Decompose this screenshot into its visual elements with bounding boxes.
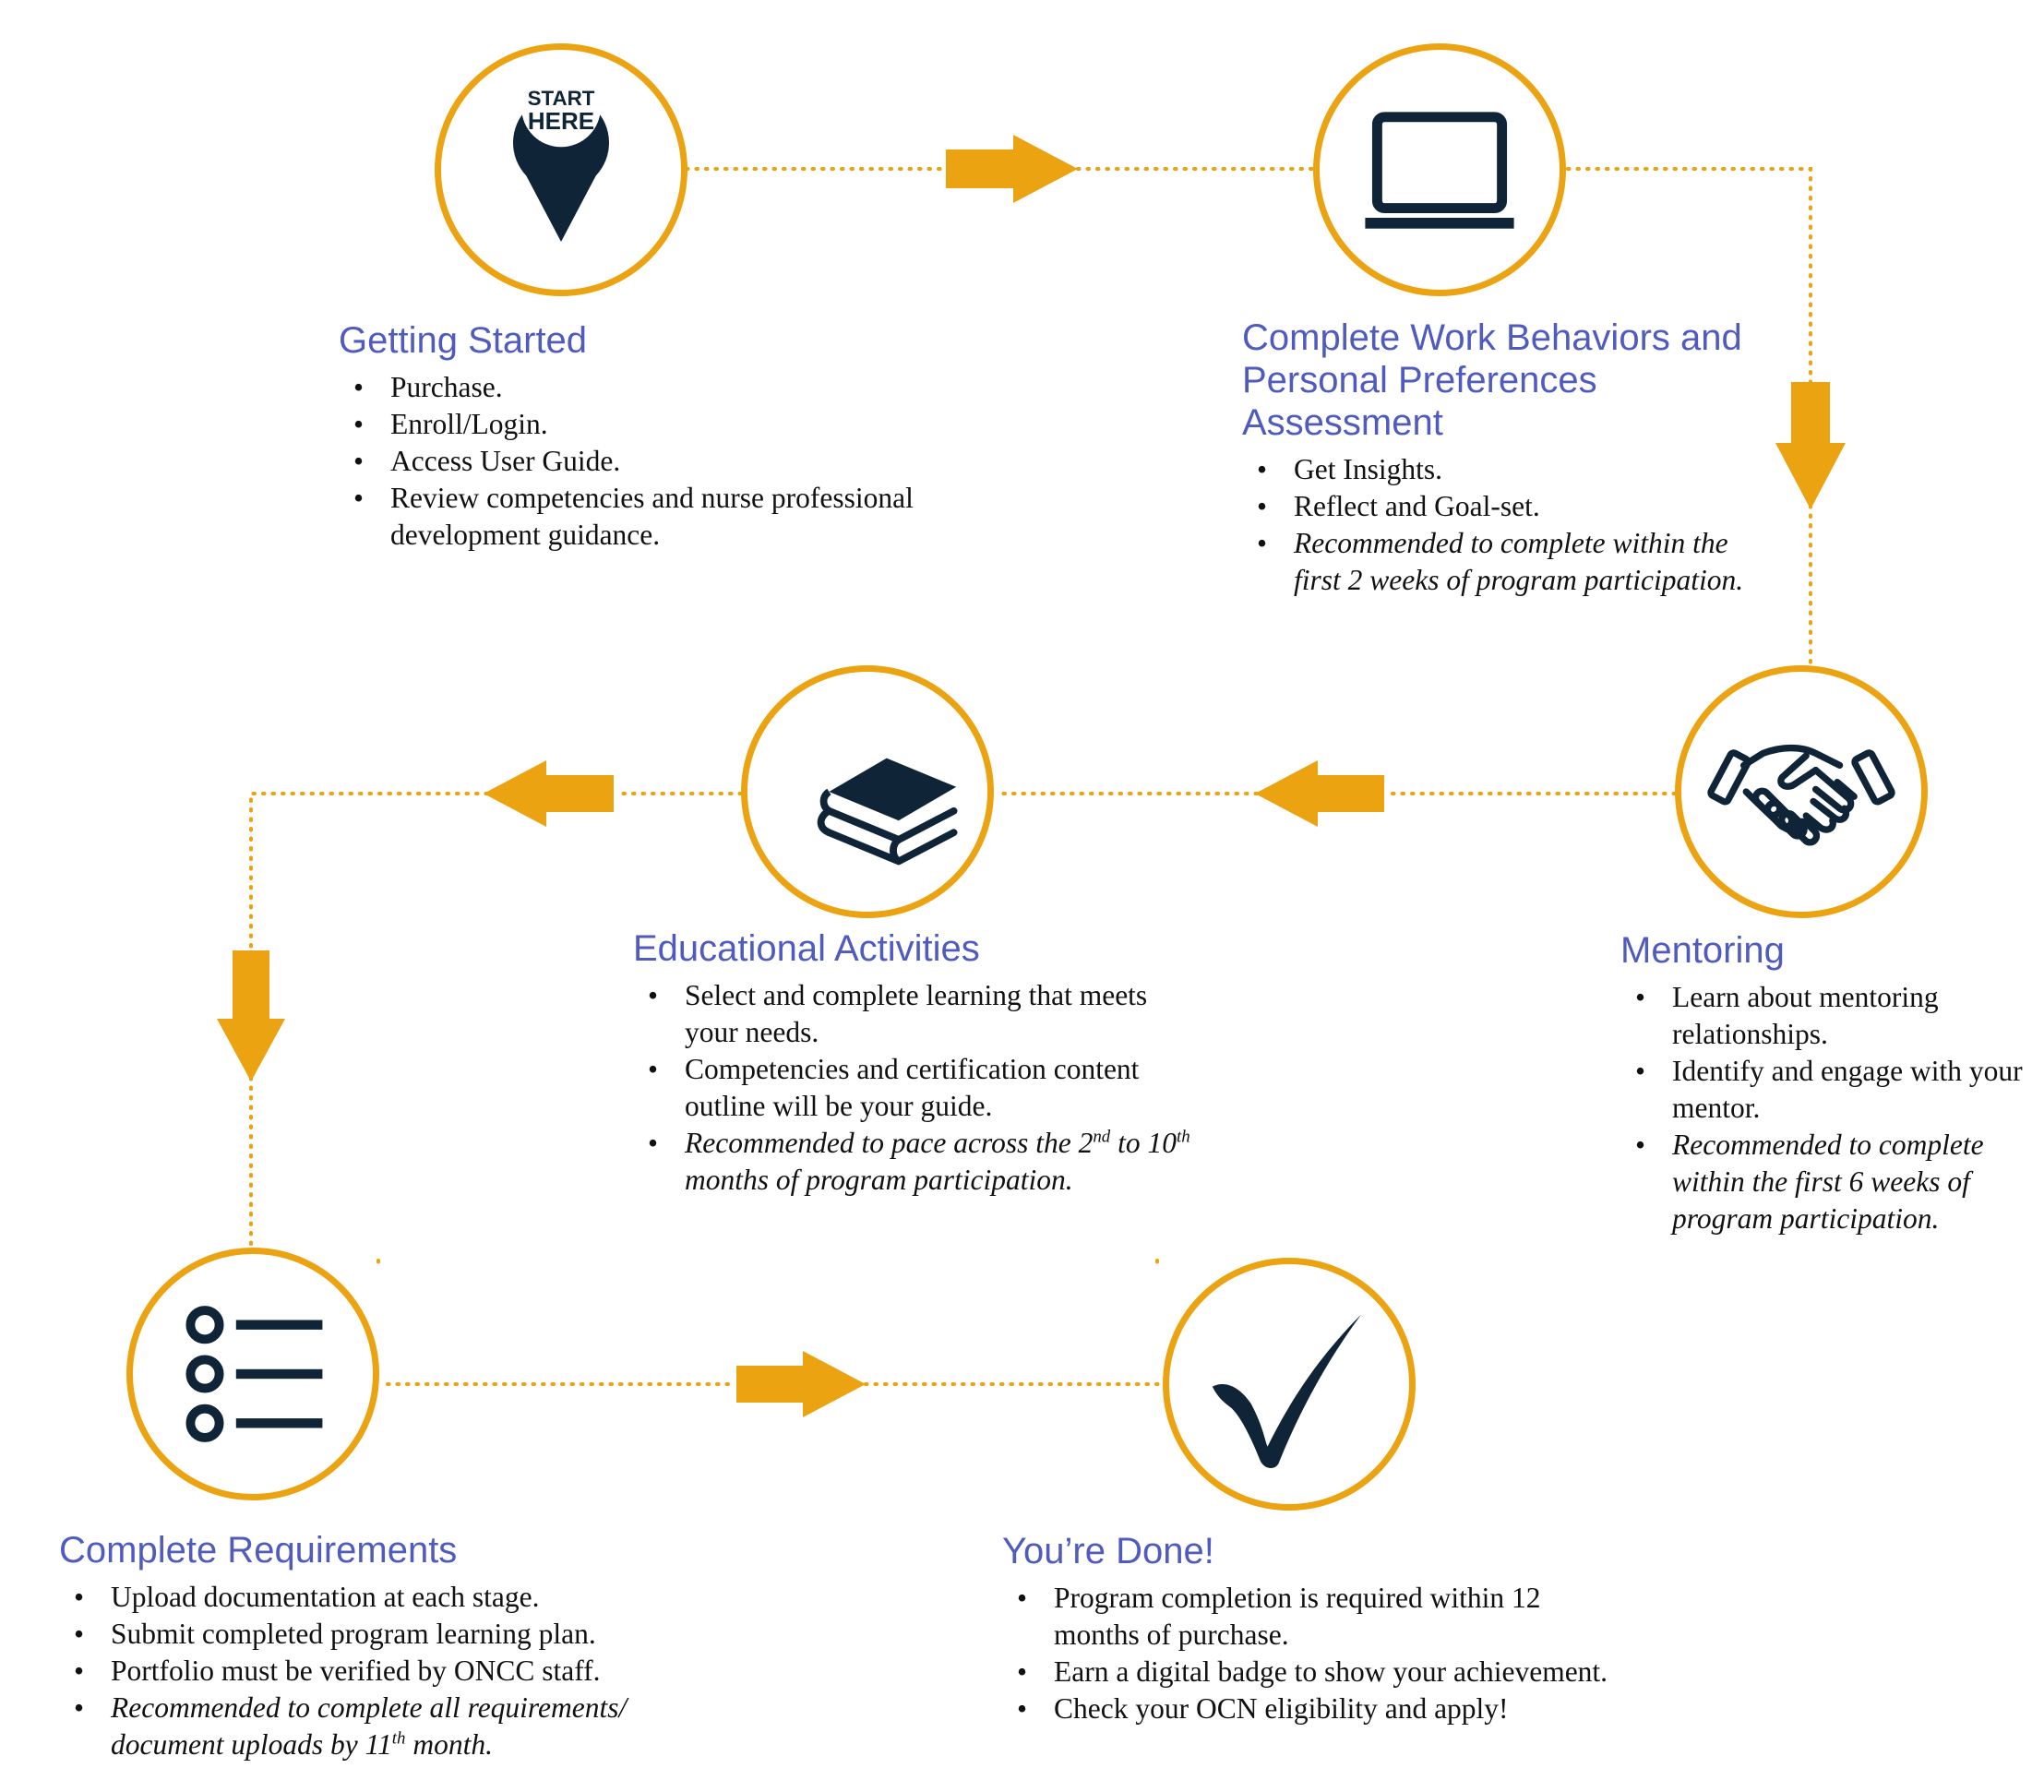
assessment-bullet-list: Get Insights.Reflect and Goal-set.Recomm… xyxy=(1242,451,1759,599)
getting-started-bullet-list: Purchase.Enroll/Login.Access User Guide.… xyxy=(339,369,929,554)
arrow-left-1 xyxy=(1255,760,1384,827)
mentoring-bullet: Recommended to complete within the first… xyxy=(1635,1127,2044,1237)
mentoring-title: Mentoring xyxy=(1620,930,1785,971)
educational-bullet: Recommended to pace across the 2nd to 10… xyxy=(648,1125,1205,1199)
circle-mentoring xyxy=(1675,665,1928,918)
step-assessment: Complete Work Behaviors and Personal Pre… xyxy=(1242,317,1759,599)
assessment-bullet: Get Insights. xyxy=(1257,451,1759,488)
laptop-icon xyxy=(1365,112,1514,229)
start-here-pin-icon: START HERE xyxy=(513,67,609,243)
step-done: You’re Done! Program completion is requir… xyxy=(1002,1530,1630,1727)
step-getting-started: Getting StartedPurchase.Enroll/Login.Acc… xyxy=(339,319,929,554)
mentoring-bullet: Identify and engage with your mentor. xyxy=(1635,1053,2044,1127)
bullet-text-part: Recommended to pace across the 2 xyxy=(685,1127,1094,1159)
requirements-bullet: Upload documentation at each stage. xyxy=(74,1579,723,1616)
start-here-line-2: HERE xyxy=(528,107,594,135)
arrow-down-1 xyxy=(1775,382,1846,509)
educational-bullet-list: Select and complete learning that meets … xyxy=(633,977,1205,1199)
done-bullet-list: Program completion is required within 12… xyxy=(1002,1580,1630,1727)
checkmark-icon xyxy=(1212,1314,1361,1468)
getting-started-bullet: Enroll/Login. xyxy=(353,406,929,443)
superscript: th xyxy=(391,1728,406,1749)
bullet-text-part: Recommended to complete all requirements… xyxy=(111,1691,628,1761)
mentoring-bullet: Learn about mentoring relationships. xyxy=(1635,979,2044,1053)
circle-done xyxy=(1163,1258,1416,1511)
getting-started-bullet: Access User Guide. xyxy=(353,443,929,480)
start-here-line-1: START xyxy=(528,87,595,110)
arrow-down-2 xyxy=(217,950,285,1081)
done-title: You’re Done! xyxy=(1002,1531,1214,1571)
handshake-icon xyxy=(1707,744,1895,846)
bullet-text-part: month. xyxy=(405,1728,493,1761)
arrow-right-2 xyxy=(736,1351,866,1417)
step-requirements: Complete RequirementsUpload documentatio… xyxy=(59,1529,723,1763)
getting-started-title: Getting Started xyxy=(339,320,588,361)
educational-bullet: Select and complete learning that meets … xyxy=(648,977,1205,1051)
superscript: nd xyxy=(1093,1127,1111,1147)
requirements-bullet: Portfolio must be verified by ONCC staff… xyxy=(74,1653,723,1690)
step-mentoring: MentoringLearn about mentoring relations… xyxy=(1620,929,2044,1237)
assessment-title: Complete Work Behaviors and Personal Pre… xyxy=(1242,317,1742,443)
superscript: th xyxy=(1176,1127,1190,1147)
bullet-text-part: to 10 xyxy=(1110,1127,1177,1159)
mentoring-bullet-list: Learn about mentoring relationships.Iden… xyxy=(1620,979,2044,1237)
requirements-title: Complete Requirements xyxy=(59,1530,458,1571)
getting-started-bullet: Review competencies and nurse profession… xyxy=(353,480,929,554)
requirements-bullet: Recommended to complete all requirements… xyxy=(74,1690,723,1763)
connector-assessment-to-mentoring xyxy=(1488,167,1812,668)
circle-getting-started: START HERE xyxy=(435,43,687,296)
educational-bullet: Competencies and certification content o… xyxy=(648,1051,1205,1125)
circle-requirements xyxy=(126,1248,379,1500)
checklist-icon xyxy=(185,1306,323,1442)
done-bullet: Check your OCN eligibility and apply! xyxy=(1017,1690,1630,1727)
circle-educational xyxy=(741,665,994,918)
arrow-right-1 xyxy=(946,135,1078,203)
assessment-bullet: Recommended to complete within the first… xyxy=(1257,525,1759,599)
getting-started-bullet: Purchase. xyxy=(353,369,929,406)
assessment-bullet: Reflect and Goal-set. xyxy=(1257,488,1759,525)
bullet-text-part: months of program participation. xyxy=(685,1164,1073,1196)
requirements-bullet-list: Upload documentation at each stage.Submi… xyxy=(59,1579,723,1763)
done-bullet: Program completion is required within 12… xyxy=(1017,1580,1630,1654)
books-icon xyxy=(817,758,958,866)
step-educational: Educational ActivitiesSelect and complet… xyxy=(633,927,1205,1199)
arrow-left-2 xyxy=(484,760,614,827)
done-bullet: Earn a digital badge to show your achiev… xyxy=(1017,1654,1630,1690)
connector-educational-to-requirements xyxy=(249,792,743,1249)
requirements-bullet: Submit completed program learning plan. xyxy=(74,1616,723,1653)
educational-title: Educational Activities xyxy=(633,928,980,969)
circle-assessment xyxy=(1313,43,1566,296)
